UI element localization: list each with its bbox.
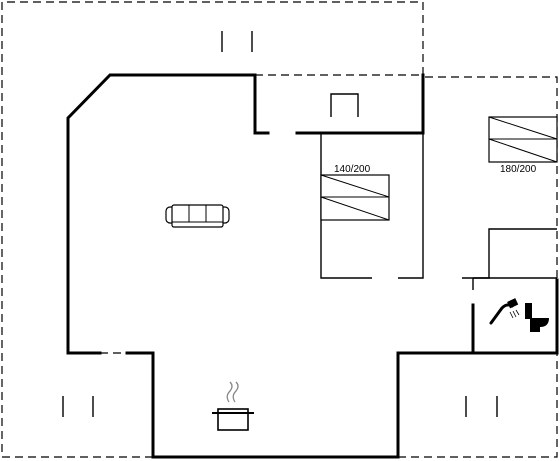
double-bed-icon	[488, 116, 558, 163]
table-icon	[465, 396, 498, 417]
exterior-walls	[66, 73, 559, 459]
sofa-icon	[165, 204, 230, 228]
toilet-icon	[525, 303, 549, 332]
shower-icon	[489, 298, 520, 325]
bed-size-label: 180/200	[500, 164, 537, 175]
bed-size-label: 140/200	[334, 164, 371, 175]
table-icon	[62, 396, 94, 417]
table-icon	[221, 31, 253, 52]
double-bed-icon	[320, 174, 390, 221]
cooking-pot-icon	[212, 381, 254, 431]
fireplace-icon	[330, 93, 359, 117]
